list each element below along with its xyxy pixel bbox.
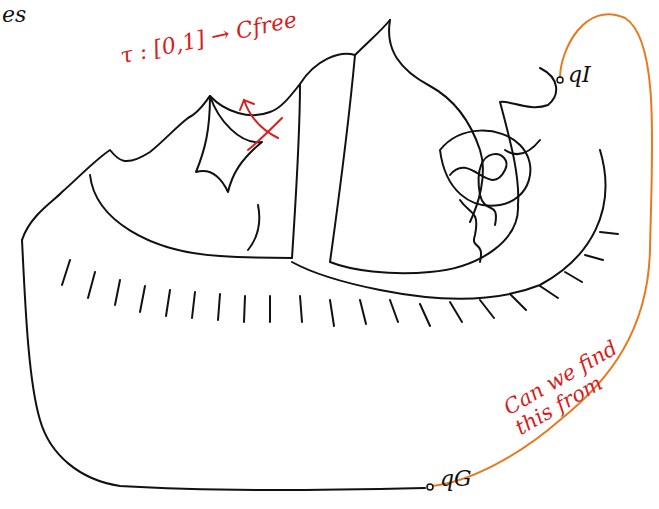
goal-config-label: qG (440, 466, 472, 491)
path-definition: τ : [0,1] → Cfree (118, 7, 299, 69)
question-note: Can we find this from (500, 335, 636, 440)
cut-off-text: es (2, 2, 26, 27)
start-config-label: qI (568, 62, 591, 87)
